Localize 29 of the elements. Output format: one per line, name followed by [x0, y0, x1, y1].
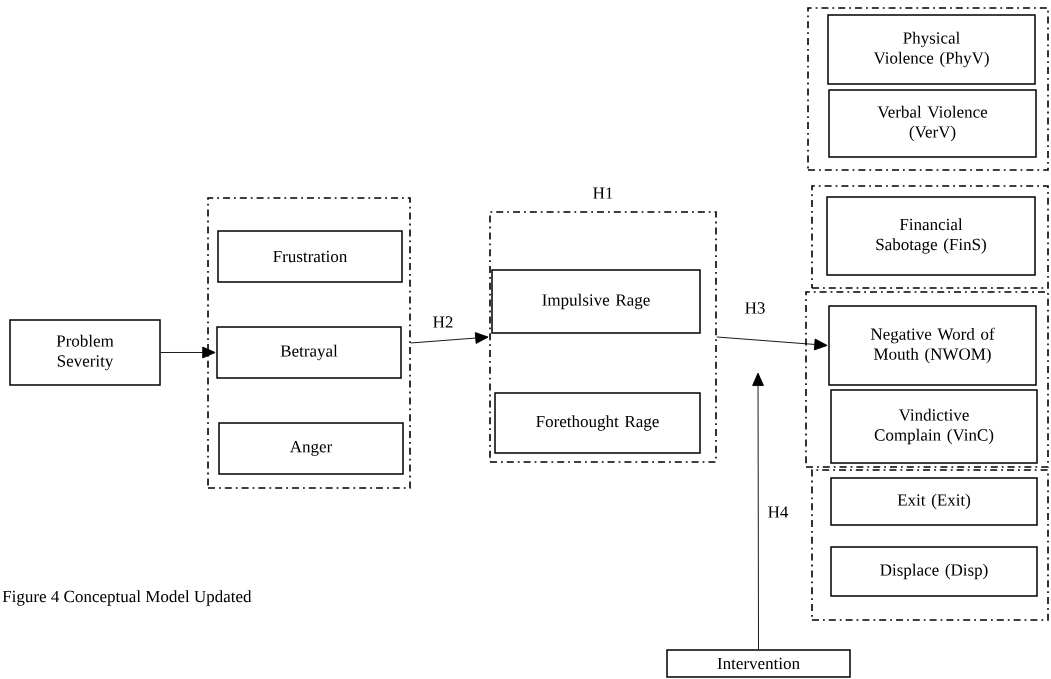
concept-box: Physical Violence (PhyV): [827, 14, 1036, 85]
arrow: [716, 336, 828, 351]
concept-box: Impulsive Rage: [491, 269, 701, 334]
arrow: [752, 372, 764, 650]
concept-box: Problem Severity: [9, 319, 161, 386]
concept-box: Exit (Exit): [830, 477, 1038, 526]
edge-label: H2: [433, 316, 453, 328]
arrow: [410, 332, 489, 344]
group-frame: [807, 7, 1049, 171]
concept-box: Displace (Disp): [830, 546, 1038, 597]
concept-box: Verbal Violence (VerV): [828, 89, 1037, 158]
concept-box: Negative Word of Mouth (NWOM): [828, 305, 1037, 386]
group-frame: [207, 197, 411, 489]
concept-box: Betrayal: [216, 326, 402, 379]
group-frame: [811, 469, 1049, 621]
group-frame: [805, 291, 1049, 468]
concept-box: Financial Sabotage (FinS): [826, 196, 1036, 276]
concept-box: Forethought Rage: [494, 392, 701, 454]
concept-box: Intervention: [666, 649, 851, 678]
arrow: [160, 346, 216, 359]
concept-box: Frustration: [217, 230, 403, 283]
hypothesis-label: H1: [593, 187, 613, 199]
group-frame: [811, 185, 1049, 289]
edge-label: H4: [768, 506, 789, 518]
edge-label: H3: [745, 302, 765, 314]
caption: Figure 4 Conceptual Model Updated: [2, 590, 252, 606]
concept-box: Vindictive Complain (VinC): [830, 389, 1038, 464]
group-frame: [489, 211, 717, 463]
concept-box: Anger: [218, 422, 404, 475]
